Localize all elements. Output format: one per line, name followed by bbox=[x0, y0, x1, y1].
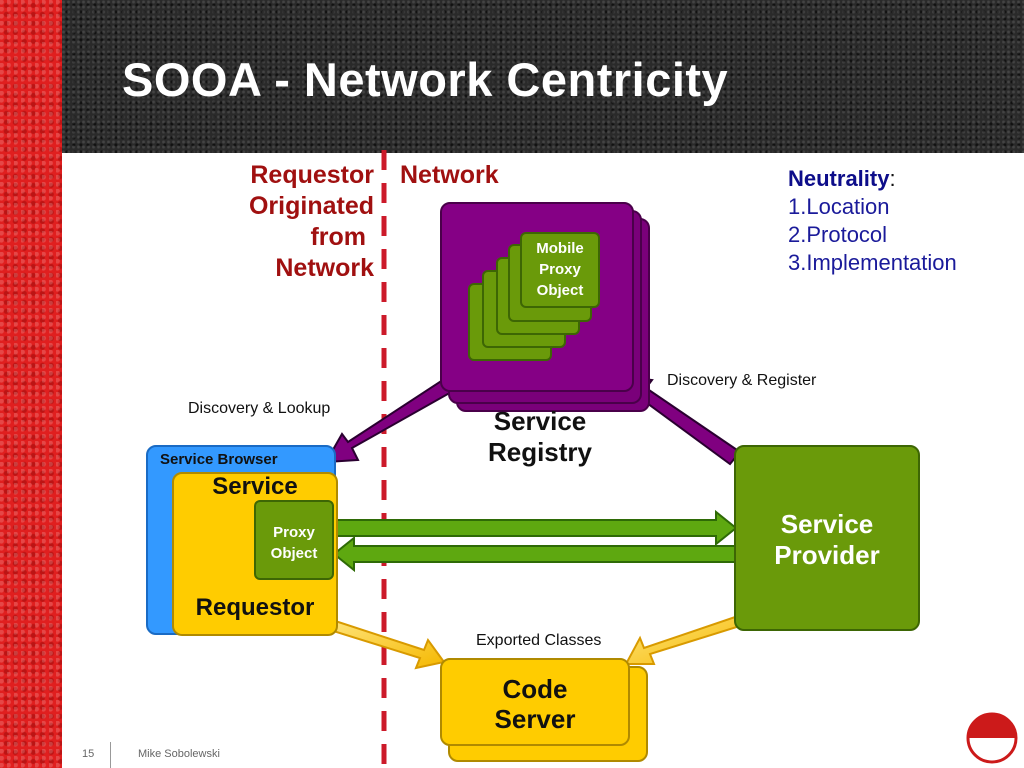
service-provider-line-1: Service bbox=[780, 509, 874, 539]
requestor-label-line: Requestor bbox=[250, 161, 374, 189]
exported-classes-label: Exported Classes bbox=[476, 632, 602, 649]
author-name: Mike Sobolewski bbox=[138, 748, 220, 760]
from-label-line: from bbox=[310, 223, 366, 251]
network-label: Network bbox=[400, 161, 499, 189]
mobile-proxy-line-3: Object bbox=[536, 282, 584, 299]
neutrality-item-protocol: 2.Protocol bbox=[788, 222, 888, 247]
service-requestor-top-label: Service bbox=[212, 473, 298, 500]
service-requestor-bottom-label: Requestor bbox=[195, 594, 315, 621]
code-server-box: Code Server bbox=[440, 658, 630, 746]
neutrality-item-implementation: 3.Implementation bbox=[788, 250, 957, 275]
proxy-object-line-1: Proxy bbox=[273, 524, 315, 541]
logo-icon bbox=[966, 712, 1018, 764]
proxy-object-line-2: Object bbox=[270, 545, 318, 562]
neutrality-list: Neutrality: 1.Location 2.Protocol 3.Impl… bbox=[788, 166, 957, 275]
service-provider-line-2: Provider bbox=[774, 540, 880, 570]
service-registry-line-1: Service bbox=[493, 406, 587, 436]
discovery-lookup-arrow bbox=[324, 372, 464, 464]
originated-label-line: Originated bbox=[248, 192, 374, 220]
network-label-line: Network bbox=[275, 254, 374, 282]
code-server-line-1: Code bbox=[502, 674, 568, 704]
requestor-originated-label: Requestor Originated from Network bbox=[200, 160, 374, 284]
discovery-lookup-label: Discovery & Lookup bbox=[188, 400, 331, 417]
service-provider-box: Service Provider bbox=[734, 445, 920, 631]
response-arrow bbox=[332, 535, 739, 573]
service-browser-label: Service Browser bbox=[160, 451, 278, 468]
footer-divider bbox=[110, 742, 111, 768]
proxy-object: Proxy Object bbox=[254, 500, 334, 580]
code-server-line-2: Server bbox=[494, 704, 576, 734]
discovery-register-label: Discovery & Register bbox=[667, 372, 817, 389]
mobile-proxy-line-1: Mobile bbox=[536, 240, 584, 257]
title-bar bbox=[62, 0, 1024, 153]
invoke-arrow bbox=[331, 509, 738, 547]
page-number: 15 bbox=[82, 748, 95, 760]
neutrality-heading: Neutrality bbox=[788, 166, 890, 191]
requestor-code-arrow bbox=[324, 616, 446, 670]
service-registry-line-2: Registry bbox=[487, 437, 593, 467]
mobile-proxy-line-2: Proxy bbox=[539, 261, 581, 278]
service-registry-label: Service Registry bbox=[470, 406, 610, 468]
left-accent-strip bbox=[0, 0, 62, 768]
neutrality-item-location: 1.Location bbox=[788, 194, 890, 219]
provider-code-arrow bbox=[624, 612, 746, 665]
mobile-proxy-object: Mobile Proxy Object bbox=[520, 232, 600, 308]
network-boundary-line bbox=[381, 150, 387, 768]
slide-title: SOOA - Network Centricity bbox=[122, 53, 729, 106]
